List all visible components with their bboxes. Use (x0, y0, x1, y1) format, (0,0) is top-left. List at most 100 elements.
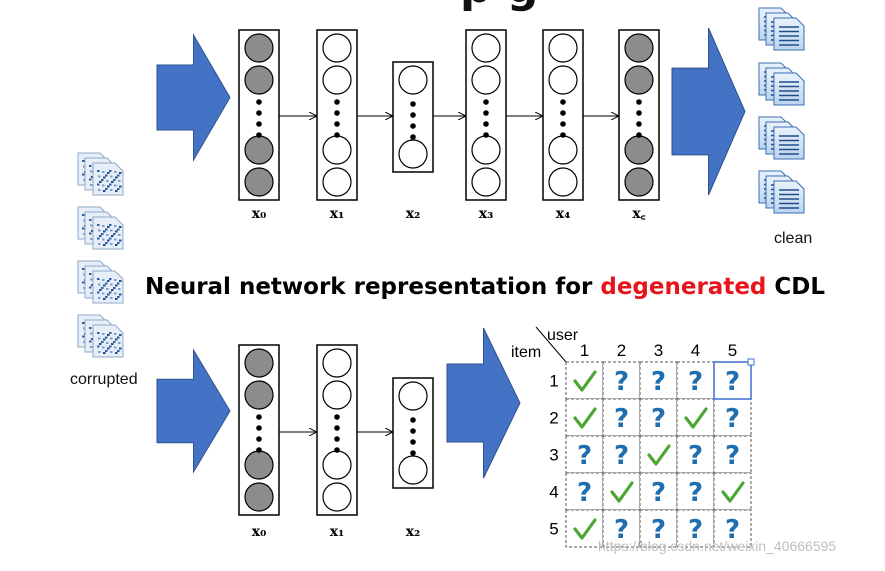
noise-speck (97, 170, 100, 172)
neuron-node (322, 482, 352, 512)
noise-speck (117, 336, 120, 339)
layer-label: x₁ (330, 206, 344, 222)
question-icon: ? (651, 367, 666, 397)
ellipsis-dot (636, 121, 642, 127)
layer-0: x₀ (238, 344, 280, 540)
neuron-node (398, 65, 428, 95)
noise-speck (102, 238, 105, 241)
noise-speck (102, 346, 105, 349)
ellipsis-dot (410, 439, 416, 445)
noise-speck (101, 287, 104, 289)
noise-speck (82, 322, 85, 324)
matrix-cell (639, 435, 678, 474)
noise-speck (105, 336, 108, 339)
matrix-row-label: 2 (549, 409, 558, 428)
noise-speck (114, 346, 117, 349)
block-arrow-icon (446, 327, 521, 479)
header-diagonal (535, 326, 567, 363)
noise-speck (91, 176, 94, 178)
noise-speck (107, 334, 110, 336)
ellipsis-dot (334, 121, 340, 127)
noise-speck (109, 278, 112, 280)
corrupted-label: corrupted (70, 371, 138, 388)
cell-border (713, 509, 752, 548)
ellipsis-dot (334, 132, 340, 138)
neuron-node (548, 65, 578, 95)
matrix-cell: ? (602, 361, 641, 400)
noise-speck (101, 233, 104, 235)
noise-speck (82, 214, 85, 216)
cell-border (713, 472, 752, 511)
matrix-cell (676, 398, 715, 437)
noise-speck (99, 289, 102, 291)
noise-speck (119, 172, 122, 174)
big-arrows (156, 27, 746, 479)
noise-speck (102, 225, 105, 227)
neuron-node (322, 167, 352, 197)
layer-2: x₂ (392, 61, 434, 222)
layer-4: x₄ (542, 29, 584, 222)
noise-speck (106, 180, 109, 182)
neuron-node (322, 348, 352, 378)
noise-speck (115, 284, 118, 287)
noise-speck (102, 333, 105, 335)
neuron-node (322, 135, 352, 165)
matrix-row-label: 5 (549, 520, 558, 539)
noise-speck (89, 219, 92, 221)
ellipsis-dot (410, 123, 416, 129)
neuron-node (244, 135, 274, 165)
noise-speck (109, 332, 112, 334)
noise-speck (103, 338, 106, 341)
noise-speck (89, 286, 92, 289)
question-icon: ? (577, 478, 592, 508)
noise-speck (115, 176, 118, 179)
cell-border (602, 509, 641, 548)
noise-speck (103, 230, 106, 233)
block-arrow-icon (671, 27, 746, 196)
cell-border (676, 509, 715, 548)
noise-speck (109, 183, 112, 186)
matrix-column-label: 4 (691, 341, 700, 360)
noise-speck (89, 178, 92, 181)
matrix-column-label: 1 (580, 341, 589, 360)
neuron-node (471, 33, 501, 63)
ellipsis-dot (560, 132, 566, 138)
noise-speck (113, 179, 116, 181)
noise-speck (103, 298, 106, 300)
matrix-cell (565, 361, 604, 400)
noise-speck (105, 242, 108, 244)
ellipsis-dot (636, 99, 642, 105)
ellipsis-dot (560, 121, 566, 127)
noise-speck (91, 338, 94, 340)
cell-border (676, 398, 715, 437)
question-icon: ? (651, 515, 666, 545)
noise-speck (119, 239, 122, 242)
noise-speck (107, 347, 110, 350)
cell-border (565, 361, 604, 400)
noise-speck (98, 337, 101, 340)
matrix-cell (602, 472, 641, 511)
noise-speck (117, 242, 120, 244)
noise-speck (114, 292, 117, 295)
noise-speck (119, 347, 122, 350)
noise-speck (119, 226, 122, 228)
neuron-node (244, 167, 274, 197)
matrix-cell: ? (676, 509, 715, 548)
question-icon: ? (688, 441, 703, 471)
neuron-node (322, 33, 352, 63)
matrix-cell (565, 398, 604, 437)
document-sheet (92, 324, 124, 358)
question-icon: ? (614, 441, 629, 471)
matrix-cell: ? (713, 509, 752, 548)
layer-label: x₁ (330, 524, 344, 540)
noise-speck (109, 237, 112, 240)
noise-speck (114, 279, 117, 281)
matrix-cell: ? (602, 398, 641, 437)
ellipsis-dot (410, 417, 416, 423)
noise-speck (113, 287, 116, 289)
corrupted-documents-icon (77, 152, 124, 358)
question-icon: ? (651, 404, 666, 434)
clean-label: clean (774, 230, 813, 247)
